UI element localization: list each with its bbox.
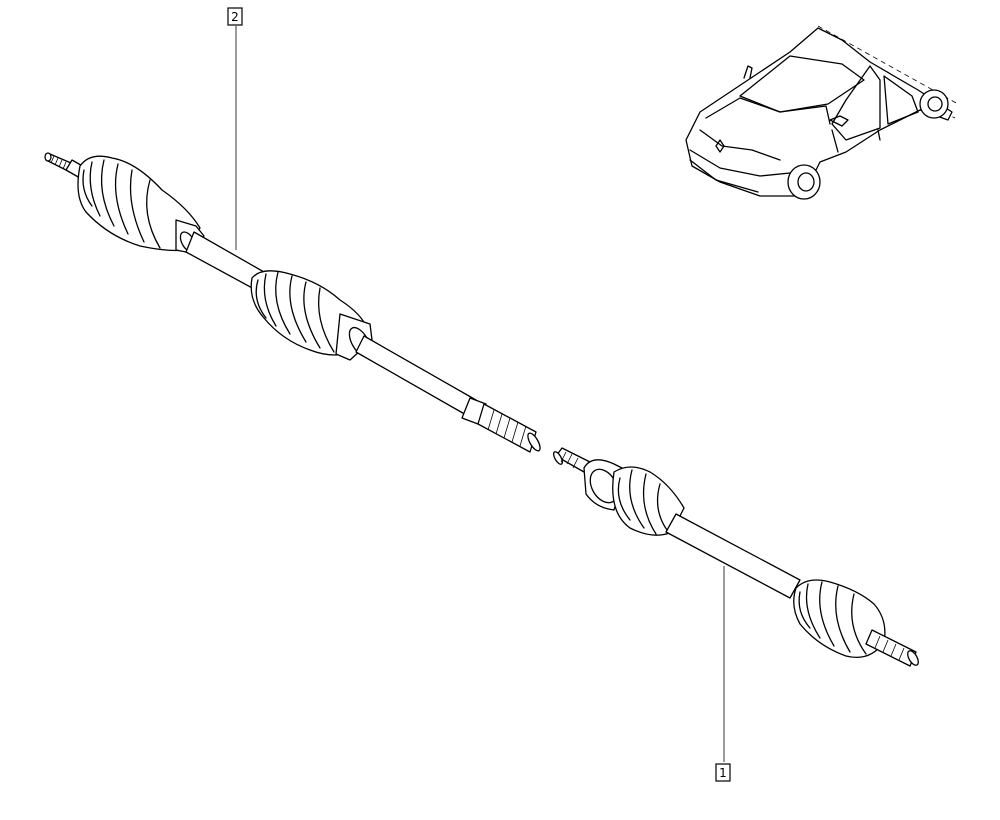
driveshaft-left-icon bbox=[44, 26, 541, 453]
driveshaft-right-icon bbox=[552, 447, 919, 762]
callout-1-label: 1 bbox=[719, 766, 727, 780]
car-outline-icon bbox=[685, 25, 959, 200]
callout-2: 2 bbox=[227, 7, 243, 26]
callout-2-label: 2 bbox=[231, 10, 239, 24]
callout-1: 1 bbox=[715, 763, 731, 782]
